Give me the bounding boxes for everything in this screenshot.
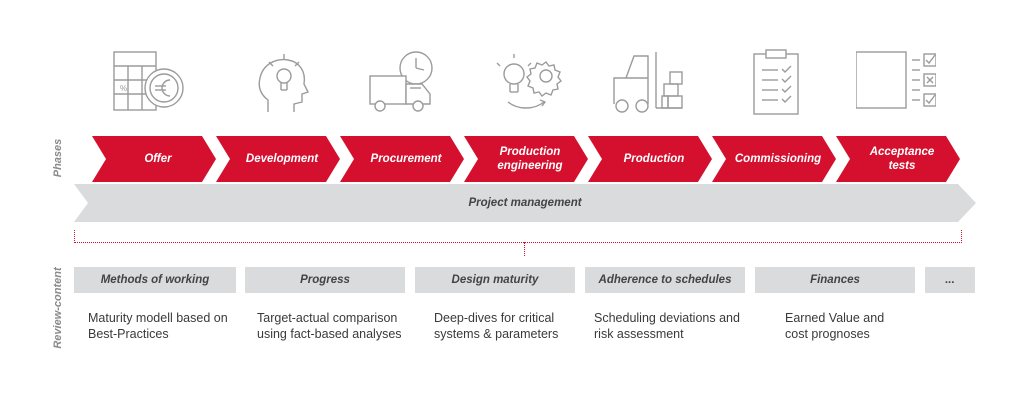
project-management-bar: Project management: [74, 184, 976, 222]
phase-offer: Offer: [92, 136, 216, 182]
phase-label: Procurement: [370, 153, 442, 165]
phase-label: Commissioning: [734, 153, 822, 165]
phase-label: Offer: [144, 153, 172, 165]
review-title: Methods of working: [100, 274, 210, 286]
review-title: Progress: [300, 274, 350, 286]
dotted-bracket: [74, 230, 962, 243]
project-management-label: Project management: [468, 197, 582, 209]
phase-production-engineering: Production engineering: [464, 136, 588, 182]
phase-label: Production: [623, 153, 685, 165]
calculator-euro-icon: %: [108, 46, 188, 118]
head-lightbulb-icon: [246, 46, 326, 118]
phases-side-label: Phases: [52, 138, 64, 178]
review-title: Adherence to schedules: [598, 274, 732, 286]
truck-clock-icon: [366, 46, 446, 118]
review-desc-design-maturity: Deep-dives for critical systems & parame…: [434, 311, 559, 341]
forklift-icon: [606, 46, 686, 118]
phase-development: Development: [216, 136, 340, 182]
phase-acceptance-tests: Acceptance tests: [836, 136, 960, 182]
review-methods-of-working: Methods of working: [74, 267, 236, 293]
review-finances: Finances: [755, 267, 915, 293]
phase-label: Production engineering: [497, 146, 563, 172]
dotted-connector: [524, 242, 525, 256]
review-adherence-to-schedules: Adherence to schedules: [585, 267, 745, 293]
phase-procurement: Procurement: [340, 136, 464, 182]
phase-commissioning: Commissioning: [712, 136, 836, 182]
phase-label: Development: [245, 153, 319, 165]
review-desc-progress: Target-actual comparison using fact-base…: [257, 311, 402, 341]
review-more: ...: [925, 267, 975, 293]
review-progress: Progress: [245, 267, 405, 293]
clipboard-checklist-icon: [738, 46, 818, 118]
svg-text:%: %: [120, 84, 127, 93]
review-design-maturity: Design maturity: [415, 267, 575, 293]
phase-production: Production: [588, 136, 712, 182]
lightbulb-gear-icon: [490, 46, 570, 118]
review-desc-finances: Earned Value and cost prognoses: [785, 311, 885, 341]
review-title: ...: [945, 274, 955, 286]
phase-label: Acceptance tests: [869, 146, 935, 172]
review-desc-methods-of-working: Maturity modell based on Best-Practices: [88, 311, 228, 341]
review-content-side-label: Review-content: [52, 267, 64, 349]
review-desc-adherence-to-schedules: Scheduling deviations and risk assessmen…: [594, 311, 740, 341]
review-title: Design maturity: [451, 274, 539, 286]
checklist-box-icon: [856, 46, 936, 118]
review-title: Finances: [810, 274, 860, 286]
